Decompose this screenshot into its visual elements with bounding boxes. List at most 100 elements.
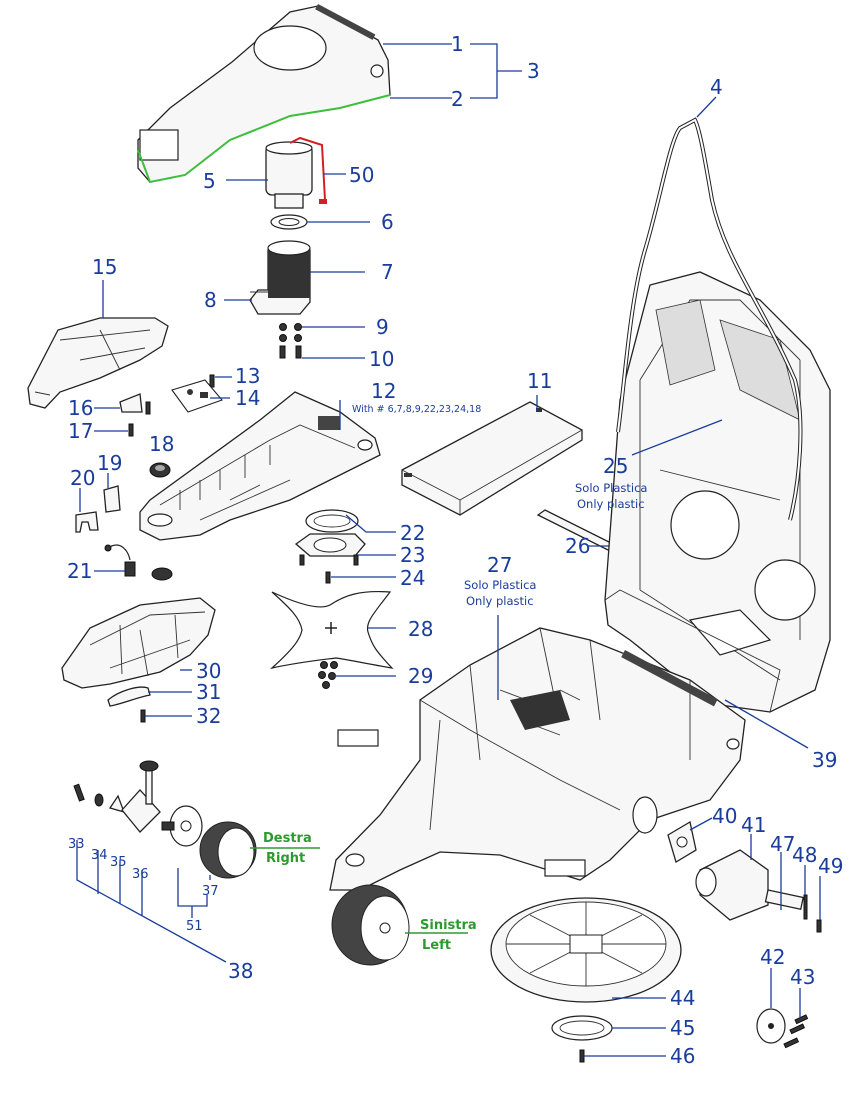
guard-31	[107, 686, 151, 707]
screw-49	[816, 919, 822, 933]
callout-11: 11	[527, 369, 552, 393]
callout-32: 32	[196, 704, 221, 728]
brush-housing	[249, 240, 311, 315]
electronics-box-11	[401, 401, 583, 516]
callout-37: 37	[202, 884, 219, 899]
callout-26: 26	[565, 534, 590, 558]
leader-line-25	[631, 419, 723, 456]
callout-39: 39	[812, 748, 837, 772]
motor-41	[695, 849, 804, 921]
pcb-14	[171, 379, 223, 413]
top-cover	[137, 4, 391, 184]
callout-27: 27	[487, 553, 512, 577]
callout-18: 18	[149, 432, 174, 456]
callout-2: 2	[451, 87, 464, 111]
callout-23: 23	[400, 543, 425, 567]
note-12: With # 6,7,8,9,22,23,24,18	[352, 404, 481, 415]
front-bumper-bracket	[27, 317, 169, 409]
bushing	[151, 567, 173, 581]
callout-36: 36	[132, 867, 149, 882]
leader-line-22	[345, 514, 396, 533]
nuts-29	[318, 661, 338, 689]
note-25-line2: Only plastic	[577, 497, 645, 511]
clip-19	[103, 485, 121, 513]
callout-34: 34	[91, 848, 108, 863]
washer-34	[94, 793, 104, 807]
callout-1: 1	[451, 32, 464, 56]
callout-50: 50	[349, 163, 374, 187]
label-destra: Destra	[263, 831, 312, 846]
pin-48	[803, 894, 808, 920]
callout-48: 48	[792, 843, 817, 867]
wheel-right	[161, 805, 257, 879]
screw-46	[579, 1049, 585, 1063]
callout-22: 22	[400, 521, 425, 545]
callout-14: 14	[235, 386, 260, 410]
callout-28: 28	[408, 617, 433, 641]
leader-line-4	[696, 96, 717, 118]
callout-21: 21	[67, 559, 92, 583]
bracket-35	[108, 794, 126, 813]
note-27-line2: Only plastic	[466, 594, 534, 608]
callout-8: 8	[204, 288, 217, 312]
callout-6: 6	[381, 210, 394, 234]
note-27-line1: Solo Plastica	[464, 578, 536, 592]
callout-20: 20	[70, 466, 95, 490]
callout-15: 15	[92, 255, 117, 279]
wheel-cover-44	[490, 897, 682, 1003]
callout-46: 46	[670, 1044, 695, 1068]
screw-32	[140, 709, 146, 723]
callout-19: 19	[97, 451, 122, 475]
screws-43	[783, 1014, 809, 1049]
bracket-38	[76, 840, 227, 963]
callout-5: 5	[203, 169, 216, 193]
label-left: Left	[422, 938, 451, 953]
callout-40: 40	[712, 804, 737, 828]
callout-38: 38	[228, 959, 253, 983]
callout-3: 3	[527, 59, 540, 83]
callout-25: 25	[603, 454, 628, 478]
clip-20	[75, 511, 99, 533]
callout-41: 41	[741, 813, 766, 837]
strip-39	[621, 650, 718, 707]
callout-9: 9	[376, 315, 389, 339]
leader-line-39	[724, 699, 809, 749]
label-right: Right	[266, 851, 305, 866]
callout-12: 12	[371, 379, 396, 403]
callout-24: 24	[400, 566, 425, 590]
base-chassis	[139, 391, 381, 541]
screw-17	[128, 423, 134, 437]
pivot-36	[121, 760, 161, 833]
lower-chassis-27	[329, 627, 746, 891]
label-sinistra: Sinistra	[420, 918, 477, 933]
callout-45: 45	[670, 1016, 695, 1040]
callout-29: 29	[408, 664, 433, 688]
screw-24	[325, 571, 331, 584]
callout-13: 13	[235, 364, 260, 388]
callout-16: 16	[68, 396, 93, 420]
callout-42: 42	[760, 945, 785, 969]
callout-43: 43	[790, 965, 815, 989]
bolt-33	[73, 783, 85, 802]
callout-47: 47	[770, 832, 795, 856]
callout-30: 30	[196, 659, 221, 683]
bracket-part-16	[119, 393, 143, 413]
screws-10	[279, 345, 302, 359]
callout-51: 51	[186, 919, 203, 934]
screws-9	[279, 323, 302, 342]
sensor-21	[104, 544, 136, 577]
callout-10: 10	[369, 347, 394, 371]
front-shell-30	[61, 597, 216, 689]
callout-17: 17	[68, 419, 93, 443]
bracket-3	[470, 43, 522, 99]
callout-49: 49	[818, 854, 843, 878]
callout-33: 33	[68, 837, 85, 852]
motor	[265, 136, 327, 209]
note-25-line1: Solo Plastica	[575, 481, 647, 495]
callout-44: 44	[670, 986, 695, 1010]
screw-13	[209, 374, 215, 388]
callout-31: 31	[196, 680, 221, 704]
wheel-left	[331, 884, 410, 966]
callout-4: 4	[710, 75, 723, 99]
